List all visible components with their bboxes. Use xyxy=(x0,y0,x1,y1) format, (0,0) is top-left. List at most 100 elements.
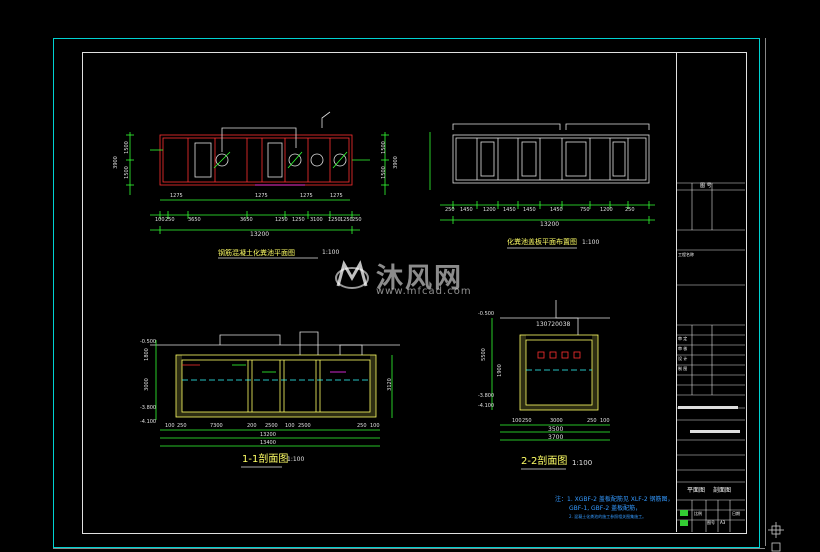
sec1-level-top: -0.500 xyxy=(140,339,157,345)
drawing-frame xyxy=(53,38,760,548)
plan-dims-bottom: 100 250 3650 3650 1250 1250 3100 1250 12… xyxy=(155,218,365,226)
tb-designed: 设 计 xyxy=(678,356,688,361)
dim-text: 2500 xyxy=(298,423,311,429)
dim-text: 100 xyxy=(600,418,610,424)
frame-bottom-line xyxy=(53,548,765,549)
section-2-hatch xyxy=(520,335,598,410)
dim-text: 250 xyxy=(357,423,367,429)
note-line-2: GBF-1, GBF-2 盖板配筋， xyxy=(569,505,642,512)
frame-right-line xyxy=(765,38,766,546)
cover-plan-title: 化粪池盖板平面布置图 xyxy=(507,238,577,246)
dim-text: 1250 xyxy=(275,217,288,223)
dim-text: 1450 xyxy=(460,207,473,213)
cover-dims-bottom: 250 1450 1200 1450 1450 1450 750 1200 25… xyxy=(445,208,655,214)
sec1-dim-left-b: 3000 xyxy=(143,378,150,391)
dim-text: 250 xyxy=(587,418,597,424)
sec2-dims-bottom: 100 250 3000 250 100 xyxy=(512,419,612,425)
sec2-dim-left-a: 5500 xyxy=(480,348,487,361)
dim-text: 1450 xyxy=(523,207,536,213)
dim-text: 750 xyxy=(580,207,590,213)
sec2-pipe-label: 130720038 xyxy=(536,321,571,328)
tb-sheet-no: A3 xyxy=(720,520,726,525)
dim-text: 200 xyxy=(247,423,257,429)
dim-text: 1250 xyxy=(328,217,341,223)
dim-text: 250 xyxy=(522,418,532,424)
title-underlines xyxy=(218,247,577,470)
dim-text: 3650 xyxy=(240,217,253,223)
dim-text: 1450 xyxy=(550,207,563,213)
dim-text: 7300 xyxy=(210,423,223,429)
dim-text: 1275 xyxy=(300,193,313,199)
plan-dim-right-b: 1500 xyxy=(380,166,387,179)
plan-dim-ticks xyxy=(126,134,389,234)
tb-project: 工程名称 xyxy=(678,252,694,257)
watermark: 沐风网 www.mfcad.com xyxy=(330,256,500,297)
dim-text: 100 xyxy=(285,423,295,429)
sec2-dim-total2: 3700 xyxy=(548,434,564,441)
dim-text: 1275 xyxy=(170,193,183,199)
section-1-view xyxy=(150,331,400,447)
cover-dim-ticks xyxy=(452,201,650,224)
dim-text: 1200 xyxy=(483,207,496,213)
tb-header: 图 号 xyxy=(700,183,712,189)
dim-text: 250 xyxy=(445,207,455,213)
dim-text: 250 xyxy=(177,423,187,429)
plan-view xyxy=(129,111,386,231)
section-1-scale: 1:100 xyxy=(287,456,305,463)
dim-text: 1200 xyxy=(600,207,613,213)
dim-text: 3650 xyxy=(188,217,201,223)
dim-text: 1250 xyxy=(292,217,305,223)
note-line-1: 注：1. XGBF-2 盖板配筋见 XLF-2 钢筋图， xyxy=(555,496,674,503)
plan-dim-left-b: 1500 xyxy=(123,166,130,179)
drawing-border xyxy=(82,52,747,534)
watermark-brand: 沐风网 xyxy=(376,263,463,294)
dim-text: 100 xyxy=(165,423,175,429)
tb-scale-label: 比例 xyxy=(694,511,702,516)
dim-text: 2500 xyxy=(265,423,278,429)
dim-text: 1275 xyxy=(330,193,343,199)
sec2-dim-total1: 3500 xyxy=(548,426,564,433)
cover-dim-total: 13200 xyxy=(540,221,560,228)
sec1-dim-left-a: 1800 xyxy=(143,348,150,361)
tb-checked: 审 核 xyxy=(678,346,688,351)
watermark-url: www.mfcad.com xyxy=(376,286,472,297)
dim-text: 3100 xyxy=(310,217,323,223)
dim-text: 250 xyxy=(165,217,175,223)
title-block xyxy=(676,52,746,532)
sec1-dim-right: 3120 xyxy=(386,378,393,391)
sec2-level-bottom: -4.100 xyxy=(478,403,495,409)
sec1-dim-total2: 13400 xyxy=(260,440,276,446)
plan-dims-mid: 1275 1275 1275 1275 xyxy=(170,194,350,200)
corner-marks xyxy=(768,522,784,552)
tb-sheet-label: 图号 xyxy=(707,520,715,525)
section-1-hatch xyxy=(176,355,376,417)
plan-dim-right-total: 3900 xyxy=(392,156,399,169)
note-line-3: 2. 混凝土化粪池的施工参照相关图集施工。 xyxy=(569,514,647,519)
section-1-title: 1-1剖面图 xyxy=(242,454,289,465)
plan-dim-total: 13200 xyxy=(250,231,270,238)
section-2-scale: 1:100 xyxy=(572,459,593,467)
plan-dim-left-total: 3900 xyxy=(112,156,119,169)
dim-text: 1250 xyxy=(340,217,353,223)
cover-plan-scale: 1:100 xyxy=(582,239,600,246)
dim-text: 100 xyxy=(370,423,380,429)
dim-text: 250 xyxy=(352,217,362,223)
cover-plan-view xyxy=(429,123,655,221)
sec1-level-bottom: -4.100 xyxy=(140,419,157,425)
tb-drawing-name-b: 剖面图 xyxy=(713,487,732,494)
sec1-dim-total1: 13200 xyxy=(260,432,276,438)
plan-scale: 1:100 xyxy=(322,249,340,256)
dim-text: 1450 xyxy=(503,207,516,213)
sec2-level-mid: -3.800 xyxy=(478,393,495,399)
watermark-logo-icon xyxy=(335,260,369,289)
plan-dim-left-a: 1500 xyxy=(123,141,130,154)
sec1-level-mid: -3.800 xyxy=(140,405,157,411)
plan-title: 钢筋混凝土化粪池平面图 xyxy=(218,249,295,257)
dim-text: 1275 xyxy=(255,193,268,199)
tb-drawn: 制 图 xyxy=(678,366,688,371)
dim-text: 3000 xyxy=(550,418,563,424)
sec2-dim-left-b: 1900 xyxy=(496,364,503,377)
tb-date-label: 日期 xyxy=(732,511,740,516)
plan-dim-right-a: 1500 xyxy=(380,141,387,154)
